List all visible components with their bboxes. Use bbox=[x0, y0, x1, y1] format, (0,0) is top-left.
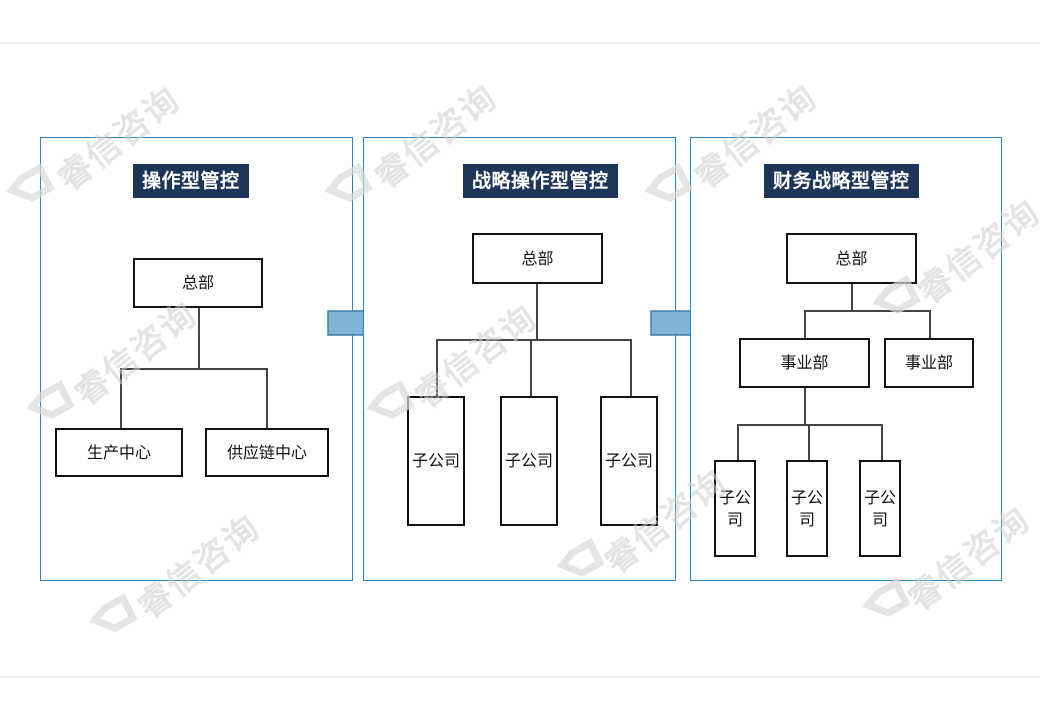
subsidiary-box: 子公司 bbox=[600, 396, 658, 526]
top-divider bbox=[0, 42, 1040, 44]
headquarters-box: 总部 bbox=[133, 258, 263, 308]
connector-line bbox=[630, 339, 632, 396]
connector-line bbox=[804, 310, 806, 338]
headquarters-box: 总部 bbox=[786, 233, 917, 284]
panel-title: 财务战略型管控 bbox=[764, 164, 919, 198]
panel-operational-control: 操作型管控 总部 生产中心 供应链中心 bbox=[40, 137, 353, 581]
panel-strategic-operational-control: 战略操作型管控 总部 子公司 子公司 子公司 bbox=[363, 137, 676, 581]
connector-line bbox=[737, 424, 883, 426]
panel-financial-strategic-control: 财务战略型管控 总部 事业部 事业部 子公 司 子公 司 子公 司 bbox=[690, 137, 1002, 581]
connector-line bbox=[266, 368, 268, 428]
connector-line bbox=[804, 310, 931, 312]
subsidiary-box: 子公 司 bbox=[859, 460, 901, 557]
connector-line bbox=[851, 284, 853, 312]
subsidiary-box: 子公司 bbox=[407, 396, 465, 526]
connector-line bbox=[881, 424, 883, 460]
bottom-divider bbox=[0, 676, 1040, 678]
connector-line bbox=[530, 339, 532, 396]
connector-line bbox=[808, 424, 810, 460]
subsidiary-box: 子公 司 bbox=[786, 460, 828, 557]
business-division-box: 事业部 bbox=[884, 338, 974, 388]
production-center-box: 生产中心 bbox=[55, 428, 183, 477]
business-division-box: 事业部 bbox=[739, 338, 870, 388]
subsidiary-box: 子公司 bbox=[500, 396, 558, 526]
connector-line bbox=[929, 310, 931, 338]
connector-line bbox=[120, 368, 122, 428]
connector-line bbox=[804, 388, 806, 425]
connector-line bbox=[120, 368, 268, 370]
panel-title: 战略操作型管控 bbox=[463, 164, 618, 198]
headquarters-box: 总部 bbox=[472, 233, 603, 284]
connector-line bbox=[436, 339, 438, 396]
supply-chain-center-box: 供应链中心 bbox=[205, 428, 329, 477]
connector-line bbox=[436, 339, 632, 341]
subsidiary-box: 子公 司 bbox=[714, 460, 756, 557]
connector-line bbox=[536, 284, 538, 340]
connector-line bbox=[198, 308, 200, 369]
panel-title: 操作型管控 bbox=[133, 164, 249, 198]
connector-line bbox=[737, 424, 739, 460]
